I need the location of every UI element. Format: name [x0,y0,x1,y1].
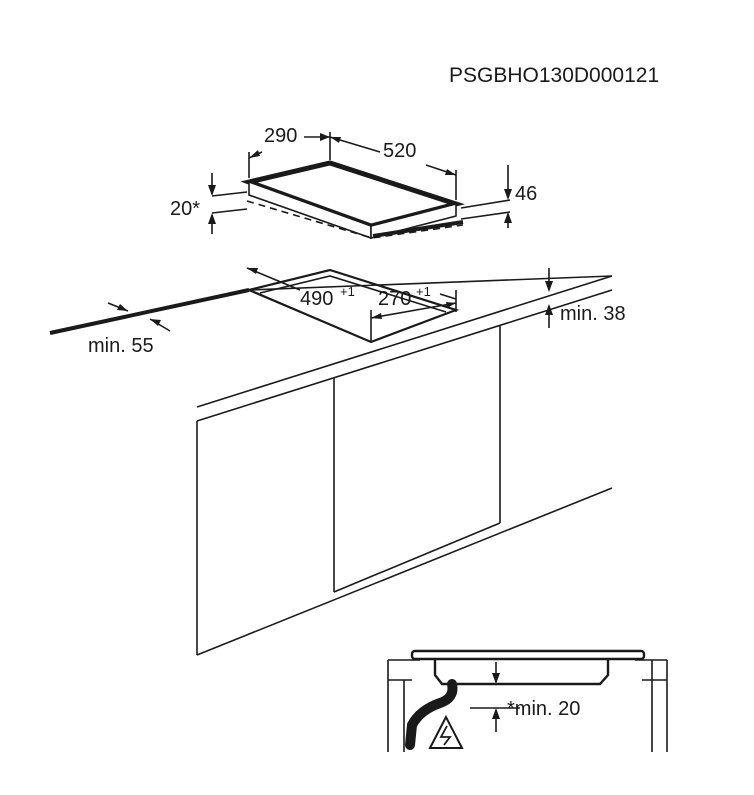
label-glass-offset: 20* [170,198,200,220]
label-min-worktop: min. 38 [560,303,626,325]
label-min-front-edge: min. 55 [88,335,154,357]
label-cutout-width-tolerance: +1 [340,284,355,299]
drawing-code: PSGBHO130D000121 [449,64,659,87]
label-cutout-width: 490 [300,288,333,310]
dimension-hob-height: 46 [504,165,537,228]
dimension-min-front-edge: min. 55 [88,302,171,357]
label-hob-height: 46 [515,183,537,205]
label-hob-depth: 290 [264,125,297,147]
dimension-cutout: 490 +1 270 +1 [246,267,457,342]
cutout-outline [245,268,460,344]
hob-unit [211,160,511,240]
worktop-cabinet [49,275,613,656]
label-cutout-depth: 270 [378,288,411,310]
label-hob-width: 520 [383,140,416,162]
electrical-hazard-icon [428,714,464,749]
dimension-min-worktop: min. 38 [545,268,626,328]
dimension-glass-offset: 20* [170,173,216,234]
dimension-hob-depth: 290 [248,125,331,178]
label-min-below-hob: *min. 20 [507,698,580,720]
label-cutout-depth-tolerance: +1 [416,284,431,299]
section-detail: *min. 20 [387,649,668,752]
dimension-hob-width: 520 [329,136,457,200]
